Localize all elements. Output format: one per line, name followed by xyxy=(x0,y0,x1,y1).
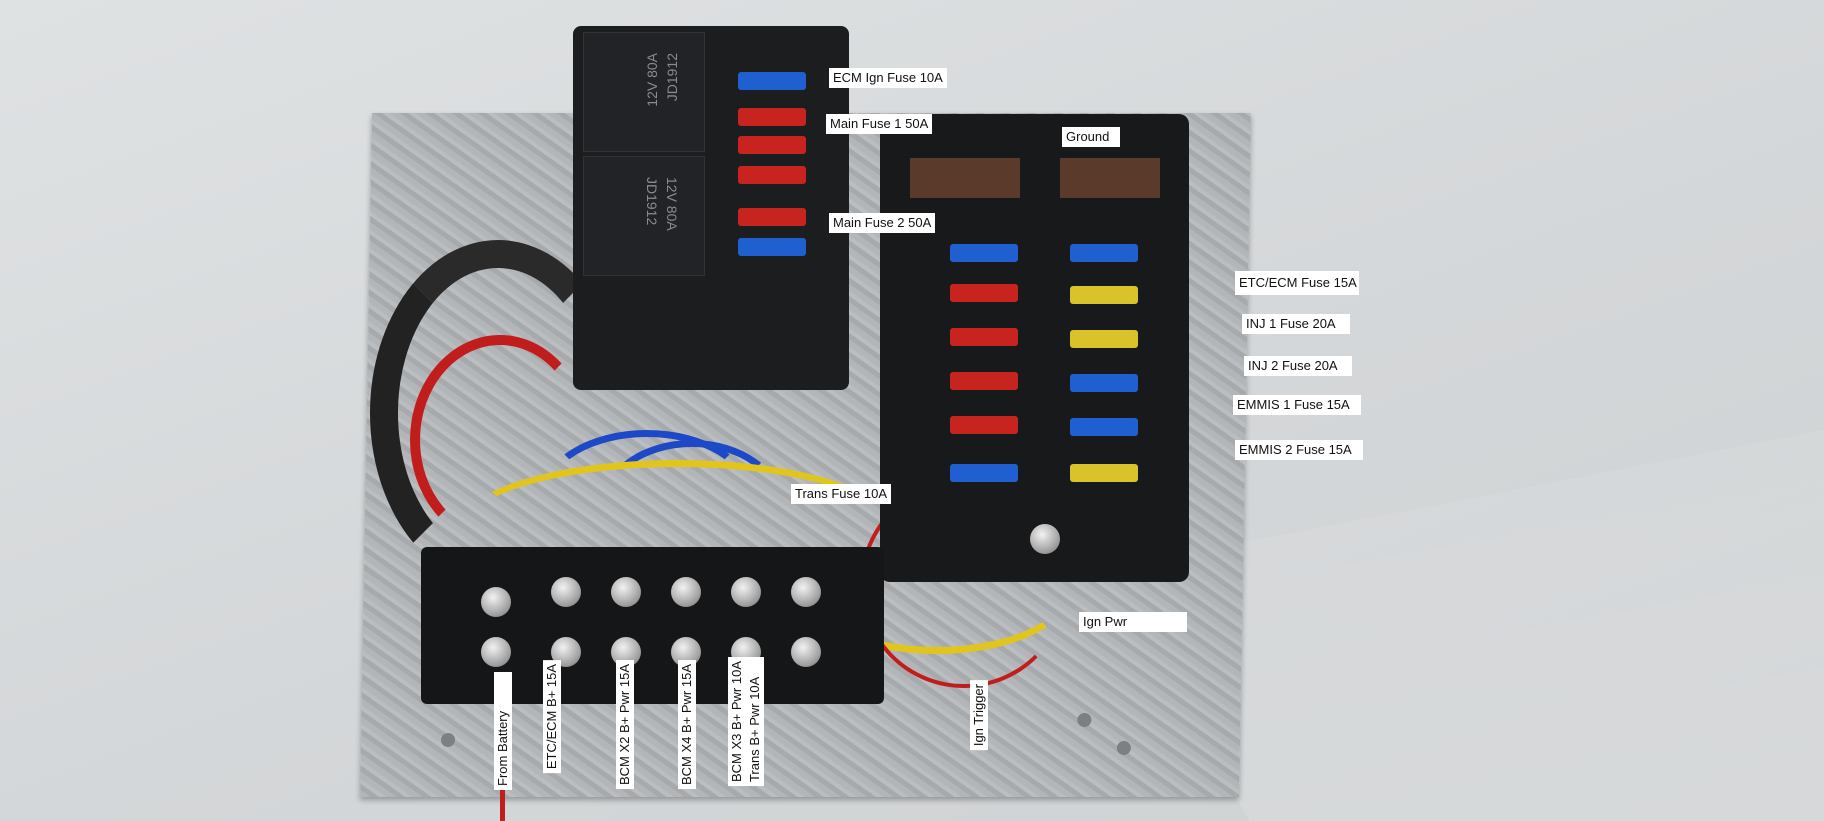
label-ign-trigger: Ign Trigger xyxy=(970,680,988,751)
fuse xyxy=(1070,244,1138,262)
mounting-hole xyxy=(1077,713,1092,727)
fuse xyxy=(950,372,1018,390)
fuse xyxy=(738,238,806,256)
label-trans-fuse: Trans Fuse 10A xyxy=(791,484,892,504)
bus-bar xyxy=(910,158,1020,198)
terminal-screw xyxy=(731,577,761,607)
fuse-main-2 xyxy=(738,208,806,226)
label-emmis1-fuse: EMMIS 1 Fuse 15A xyxy=(1233,395,1361,415)
fuse xyxy=(738,136,806,154)
fuse xyxy=(1070,330,1138,348)
fuse xyxy=(950,284,1018,302)
terminal-screw xyxy=(791,577,821,607)
relay-rating: 12V 80A xyxy=(644,53,660,107)
fuse xyxy=(1070,464,1138,482)
label-from-battery: From Battery xyxy=(494,672,512,790)
label-etc-ecm-fuse: ETC/ECM Fuse 15A xyxy=(1235,271,1359,295)
fuse-ecm-ign xyxy=(738,72,806,90)
label-ground: Ground xyxy=(1062,127,1120,147)
blue-wire xyxy=(540,430,754,564)
mounting-hole xyxy=(1116,741,1132,755)
terminal-screw xyxy=(791,637,821,667)
red-power-wire xyxy=(410,335,590,545)
label-ecm-ign-fuse: ECM Ign Fuse 10A xyxy=(829,68,947,88)
relay-rating: 12V 80A xyxy=(664,177,680,231)
label-main-fuse-2: Main Fuse 2 50A xyxy=(829,213,936,233)
label-main-fuse-1: Main Fuse 1 50A xyxy=(826,114,933,134)
fuse xyxy=(950,244,1018,262)
bus-bar xyxy=(1060,158,1160,198)
terminal-screw xyxy=(551,577,581,607)
fuse xyxy=(950,464,1018,482)
fuse xyxy=(1070,418,1138,436)
label-bcm-x2: BCM X2 B+ Pwr 15A xyxy=(616,660,634,790)
label-ign-pwr: Ign Pwr xyxy=(1079,612,1187,632)
label-trans-bplus: Trans B+ Pwr 10A xyxy=(746,657,764,787)
fuse xyxy=(1070,286,1138,304)
terminal-screw xyxy=(481,637,511,667)
relay-1: JD1912 12V 80A xyxy=(583,32,705,152)
mounting-hole xyxy=(440,733,456,747)
terminal-strip xyxy=(421,547,884,704)
fuse xyxy=(950,416,1018,434)
fuse xyxy=(1070,374,1138,392)
label-etc-ecm-bplus: ETC/ECM B+ 15A xyxy=(543,660,561,774)
fuse xyxy=(950,328,1018,346)
fuse-main-1 xyxy=(738,108,806,126)
label-bcm-x3-trans: BCM X3 B+ Pwr 10A Trans B+ Pwr 10A xyxy=(728,657,764,787)
relay-model: JD1912 xyxy=(644,177,660,226)
label-emmis2-fuse: EMMIS 2 Fuse 15A xyxy=(1235,440,1363,460)
terminal-screw xyxy=(671,577,701,607)
terminal-screw xyxy=(481,587,511,617)
ign-stud xyxy=(1030,524,1060,554)
fuse xyxy=(738,166,806,184)
blue-wire xyxy=(600,440,784,574)
fuse-block xyxy=(880,114,1189,582)
label-inj2-fuse: INJ 2 Fuse 20A xyxy=(1244,356,1352,376)
terminal-screw xyxy=(611,577,641,607)
label-inj1-fuse: INJ 1 Fuse 20A xyxy=(1242,314,1350,334)
relay-model: JD1912 xyxy=(664,53,680,102)
label-bcm-x4: BCM X4 B+ Pwr 15A xyxy=(678,660,696,790)
relay-fuse-box: JD1912 12V 80A JD1912 12V 80A xyxy=(573,26,849,390)
relay-2: JD1912 12V 80A xyxy=(583,156,705,276)
label-bcm-x3: BCM X3 B+ Pwr 10A xyxy=(728,657,746,787)
yellow-wire xyxy=(460,460,894,594)
